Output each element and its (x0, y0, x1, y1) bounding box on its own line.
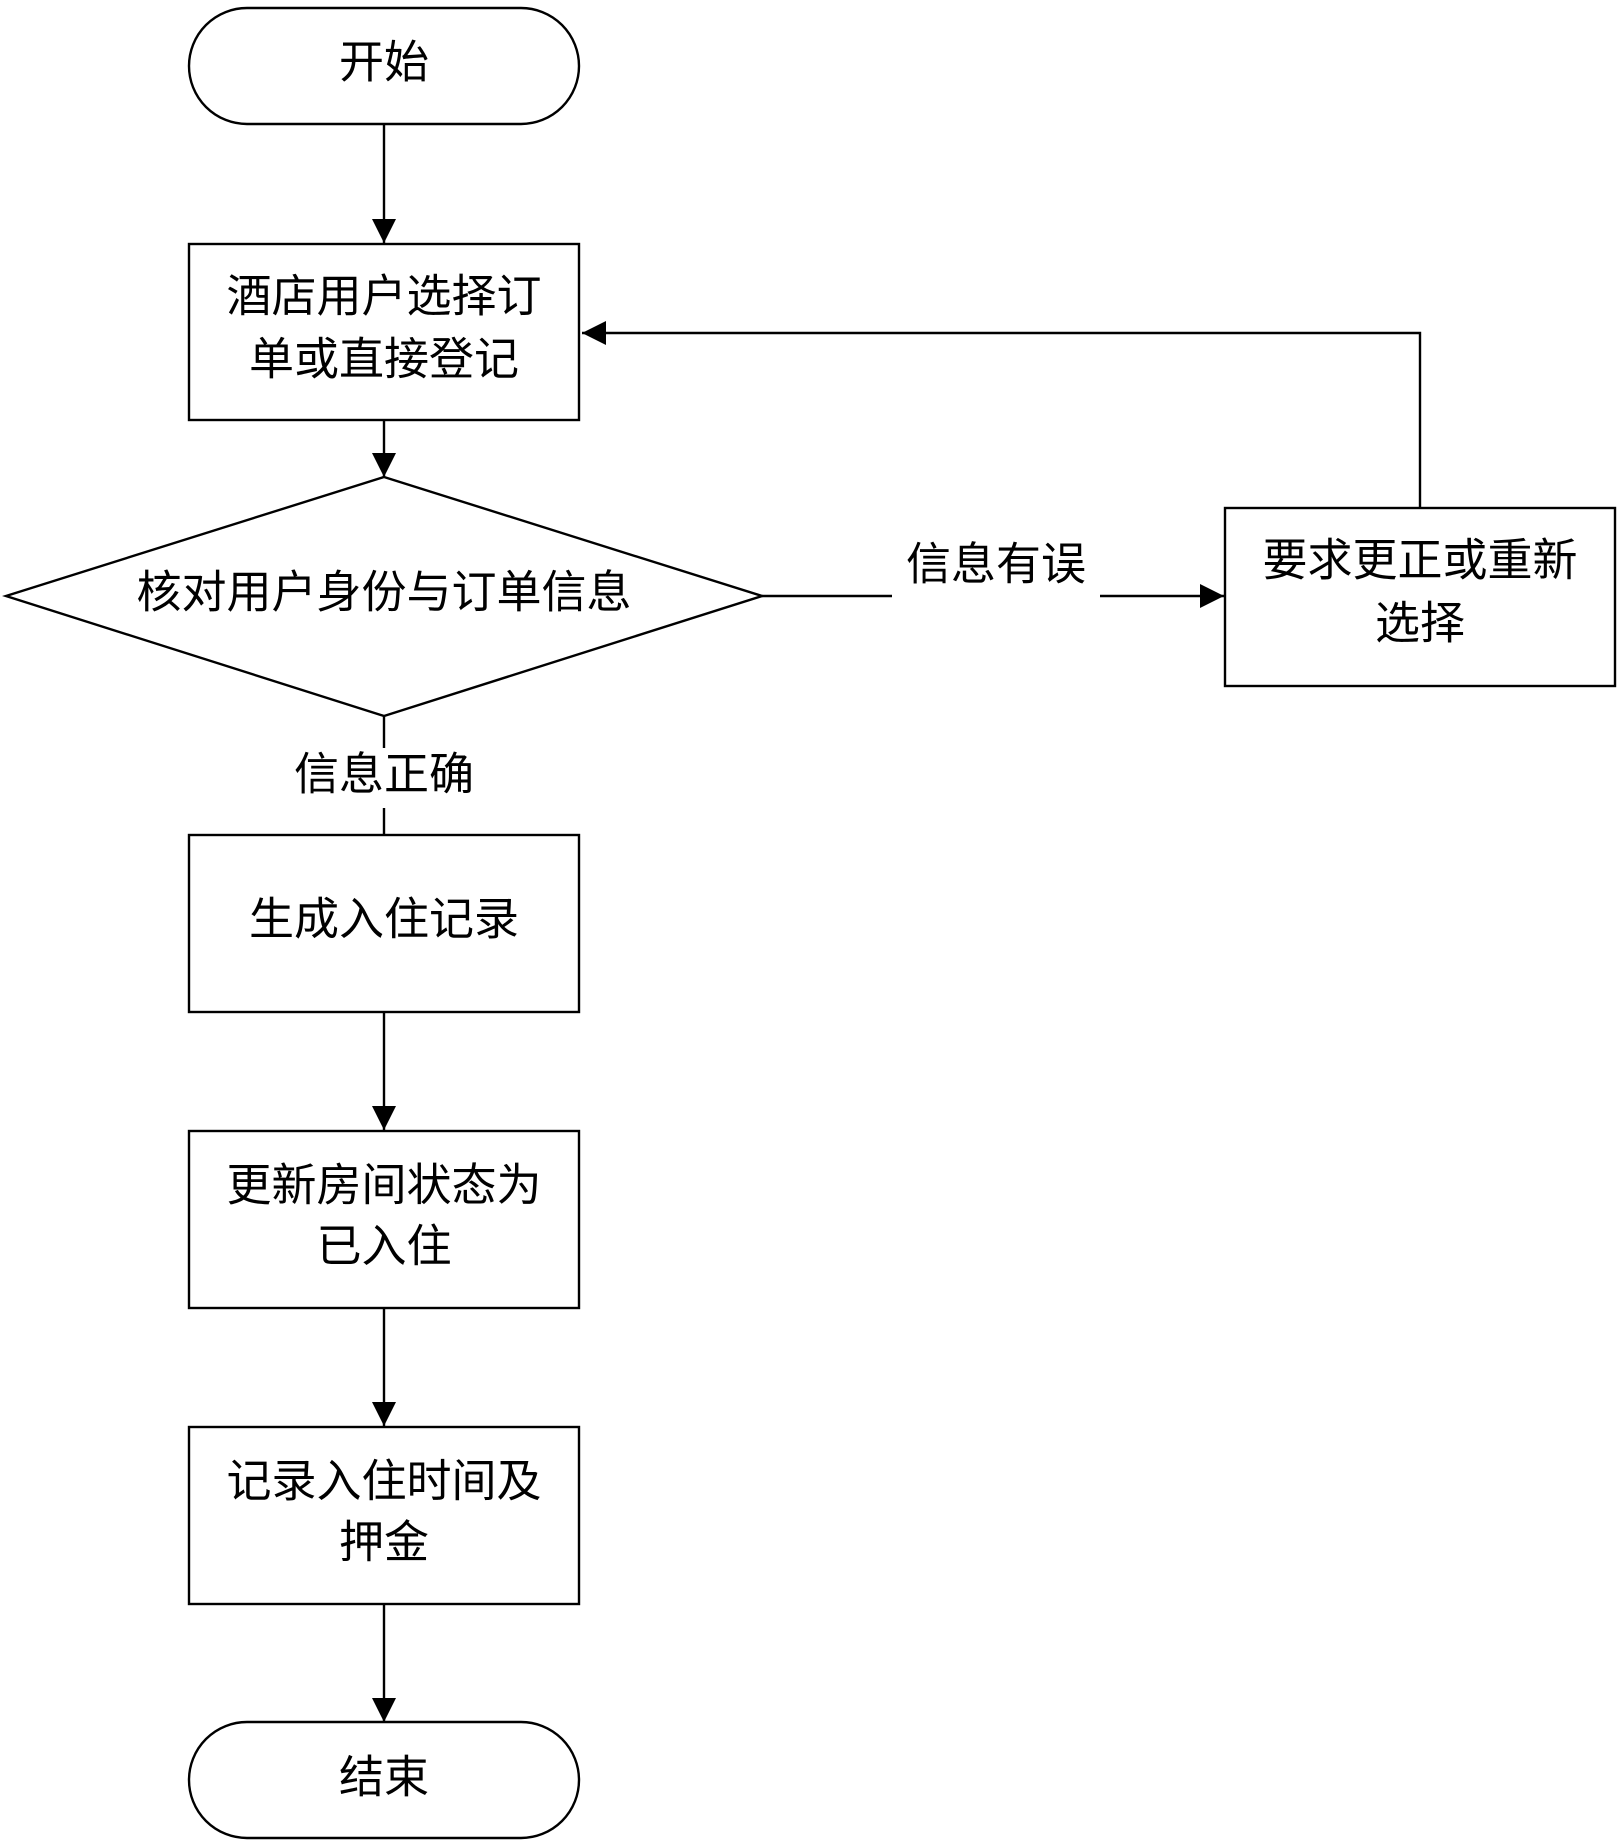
request-fix-process: 要求更正或重新 选择 (1223, 506, 1617, 688)
record-time-process: 记录入住时间及 押金 (187, 1425, 581, 1606)
update-room-label-line-1: 更新房间状态为 (226, 1159, 541, 1212)
end-terminal: 结束 (187, 1720, 581, 1840)
generate-record-process: 生成入住记录 (187, 833, 581, 1014)
record-time-label-line-1: 记录入住时间及 (226, 1455, 541, 1508)
edge-label-info-correct: 信息正确 (294, 748, 474, 801)
request-fix-label-line-1: 要求更正或重新 (1262, 534, 1577, 587)
arrow-request-back-to-select (582, 321, 1422, 508)
edge-labels: 信息有误 信息正确 (282, 538, 1100, 808)
update-room-process: 更新房间状态为 已入住 (187, 1129, 581, 1310)
start-terminal: 开始 (187, 6, 581, 126)
record-time-label-line-2: 押金 (339, 1516, 429, 1569)
generate-record-label: 生成入住记录 (249, 893, 519, 946)
select-order-process: 酒店用户选择订 单或直接登记 (187, 242, 581, 422)
verify-label: 核对用户身份与订单信息 (136, 566, 631, 619)
verify-decision: 核对用户身份与订单信息 (2, 475, 766, 718)
start-label: 开始 (339, 36, 429, 89)
request-fix-label-line-2: 选择 (1375, 597, 1465, 650)
update-room-label-line-2: 已入住 (316, 1220, 451, 1273)
edge-label-info-wrong: 信息有误 (906, 538, 1086, 591)
select-order-label-line-1: 酒店用户选择订 (226, 270, 541, 323)
select-order-label-line-2: 单或直接登记 (249, 333, 519, 386)
end-label: 结束 (339, 1751, 429, 1804)
